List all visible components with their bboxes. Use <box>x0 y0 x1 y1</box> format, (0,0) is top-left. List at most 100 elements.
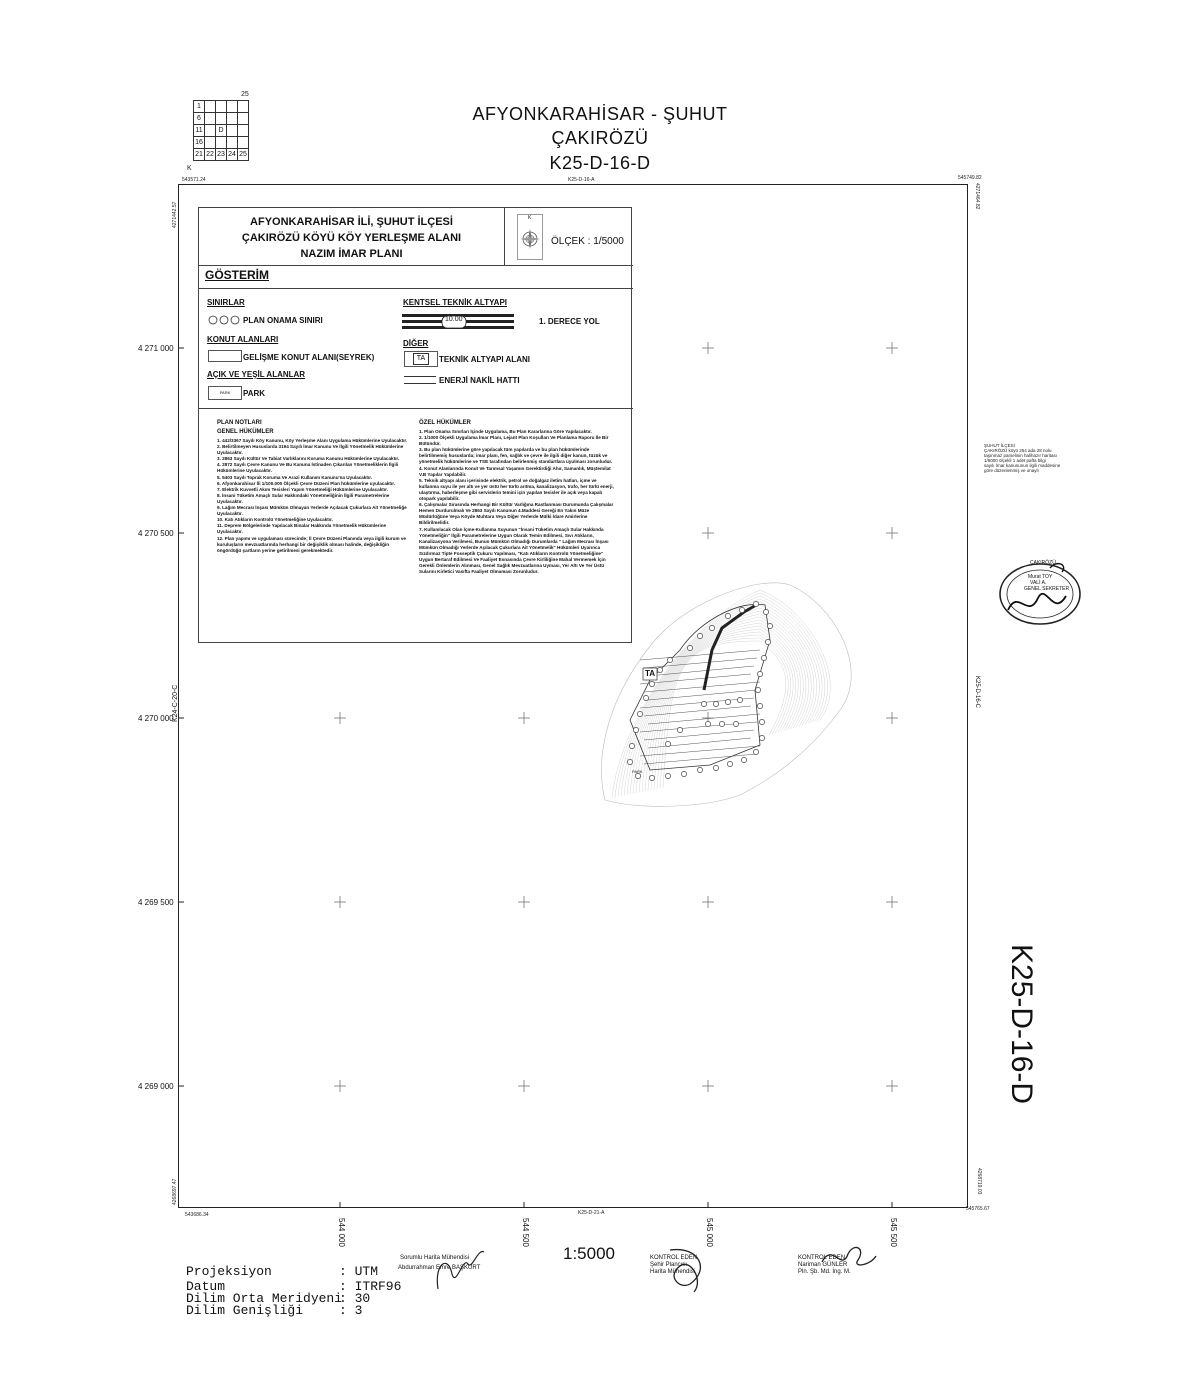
parcel-line <box>643 705 752 717</box>
boundary-circle <box>763 609 769 615</box>
legend-derece-yol: 1. DERECE YOL <box>539 317 600 326</box>
rule-item: 2. 1/1000 Ölçekli Uygulama İmar Planı, L… <box>419 435 609 447</box>
contour-line <box>620 598 823 797</box>
boundary-circle <box>739 607 745 613</box>
boundary-circle <box>681 771 687 777</box>
approval-line: 1/5000 ölçekli 1 adet pafta bilgi <box>984 458 1046 463</box>
boundary-circle <box>665 741 671 747</box>
legend-gelisme-konut: GELİŞME KONUT ALANI(SEYREK) <box>243 353 375 362</box>
rule-item: 3. Bu plan hükümlerine göre yapılacak tü… <box>419 447 613 465</box>
sig3-title: KONTROL EDEN <box>798 1255 846 1261</box>
park-swatch: PARK <box>208 386 242 400</box>
index-cell: 25 <box>237 148 249 161</box>
parcel-line <box>647 665 755 677</box>
contour-line <box>611 589 831 799</box>
legend-kentsel: KENTSEL TEKNİK ALTYAPI <box>403 298 508 307</box>
stamp-line2: Murat TOY <box>1028 574 1053 580</box>
boundary-circle <box>767 623 773 629</box>
special-rules-head: ÖZEL HÜKÜMLER <box>419 420 471 426</box>
rule-item: 6. Afyonkarahisar İli 1/100.000 Ölçekli … <box>217 480 396 486</box>
meridian-key: Dilim Orta Meridyeni <box>186 1291 343 1306</box>
boundary-circle <box>753 601 759 607</box>
contour-line <box>650 628 796 791</box>
ta-area-box <box>642 667 658 681</box>
approval-line: göre düzenlenmiş ve onaylı <box>984 468 1039 473</box>
projection-key: Projeksiyon <box>186 1264 272 1279</box>
contour-line <box>629 607 815 795</box>
boundary-circle <box>687 645 693 651</box>
rule-item: 2. Belirtilmeyen Hususlarda 3194 Sayılı … <box>217 444 404 456</box>
boundary-circle <box>635 773 641 779</box>
corner-top-left: 543571.24 <box>182 177 206 183</box>
contour-line <box>617 595 825 797</box>
stamp-line4: GENEL SEKRETER <box>1024 586 1070 592</box>
boundary-circle <box>705 721 711 727</box>
legend-sinirlar: SINIRLAR <box>207 298 245 307</box>
approval-line: sayılı İmar kanununun ilgili maddesine <box>984 463 1061 468</box>
rule-item: 11. Deprem Bölgelerinde Yapılacak Binala… <box>217 523 387 535</box>
sig2-line2: Şehir Plancısı <box>650 1262 688 1268</box>
boundary-circle <box>709 625 715 631</box>
corner-bottom-left: 543686.34 <box>185 1212 209 1218</box>
northing-label: 4 269 000 <box>138 1082 174 1091</box>
legend-konut: KONUT ALANLARI <box>207 335 279 344</box>
rule-item: 5. Teknik altyapı alanı içerisinde elekt… <box>419 477 614 502</box>
boundary-circle <box>757 703 763 709</box>
boundary-circle <box>757 671 763 677</box>
contour-line <box>647 625 799 791</box>
contour-lines <box>611 589 831 799</box>
zone-width-value: : 3 <box>339 1303 363 1318</box>
boundary-circle <box>643 695 649 701</box>
northing-label: 4 270 500 <box>138 529 174 538</box>
legend-heading-line2: ÇAKIRÖZÜ KÖYÜ KÖY YERLEŞME ALANI <box>241 232 462 244</box>
boundary-circle <box>733 721 739 727</box>
sig2-title: KONTROL EDEN <box>650 1255 698 1261</box>
signature-block-3: KONTROL EDEN Nariman GÜNLER Pln. Şb. Md.… <box>798 1246 878 1298</box>
parcel-line <box>643 681 761 693</box>
index-left-label: K <box>187 165 192 172</box>
legend-park: PARK <box>243 389 266 398</box>
signature-block-1: Sorumlu Harita Mühendisi Abdurrahman Emr… <box>398 1248 498 1298</box>
legend-heading: AFYONKARAHİSAR İLİ, ŞUHUT İLÇESİ ÇAKIRÖZ… <box>199 208 505 266</box>
legend-heading-line3: NAZIM İMAR PLANI <box>300 248 403 260</box>
sig1-title: Sorumlu Harita Mühendisi <box>400 1255 470 1261</box>
rule-item: 4. Konut Alanlarında Konut Ve Tarımsal Y… <box>419 465 611 477</box>
boundary-circle <box>697 633 703 639</box>
legend-plan-onama: PLAN ONAMA SINIRI <box>243 316 323 325</box>
sig3-name: Nariman GÜNLER <box>798 1262 848 1268</box>
parcel-line <box>643 753 758 765</box>
boundary-circle <box>637 711 643 717</box>
legend-scale-cell: K ÖLÇEK : 1/5000 <box>505 208 633 266</box>
handwritten-signature-icon <box>821 1246 877 1266</box>
road-symbol-icon <box>402 314 514 329</box>
rule-item: 4. 2872 Sayılı Çevre Kanunu Ve Bu Kanuna… <box>217 462 399 474</box>
legend-scale: ÖLÇEK : 1/5000 <box>551 236 624 247</box>
sig2-line3: Harita Mühendisi <box>650 1269 696 1275</box>
boundary-circle <box>759 719 765 725</box>
parcel-line <box>639 745 761 757</box>
first-degree-road <box>702 602 759 691</box>
title-village: ÇAKIRÖZÜ <box>551 128 649 148</box>
rule-item: 10. Katı Atıkların Kontrolü Yönetmeliğin… <box>217 517 333 523</box>
legend-diger: DİĞER <box>403 339 429 348</box>
general-rules-list: 1. 442/3367 Sayılı Köy Kanunu, Köy Yerle… <box>217 438 413 554</box>
northing-label: 4 269 500 <box>138 898 174 907</box>
ta-swatch-label: TA <box>413 353 429 365</box>
rule-item: 8. İnsani Tüketim Amaçlı Sular Hakkındak… <box>217 492 390 504</box>
boundary-circle <box>665 773 671 779</box>
boundary-circle <box>727 761 733 767</box>
neighbor-top: K25-D-16-A <box>568 177 595 183</box>
projection-value: : UTM <box>339 1264 379 1279</box>
corner-bottom-right: 545765.67 <box>966 1206 990 1212</box>
parcel-line <box>639 697 755 709</box>
map-ta-label: TA <box>645 669 656 678</box>
contour-line <box>614 592 828 798</box>
boundary-circle <box>765 639 771 645</box>
handwritten-signature-icon <box>669 1249 702 1293</box>
boundary-circle <box>649 681 655 687</box>
parcel-line <box>643 657 758 669</box>
index-row: 6 <box>193 112 249 125</box>
